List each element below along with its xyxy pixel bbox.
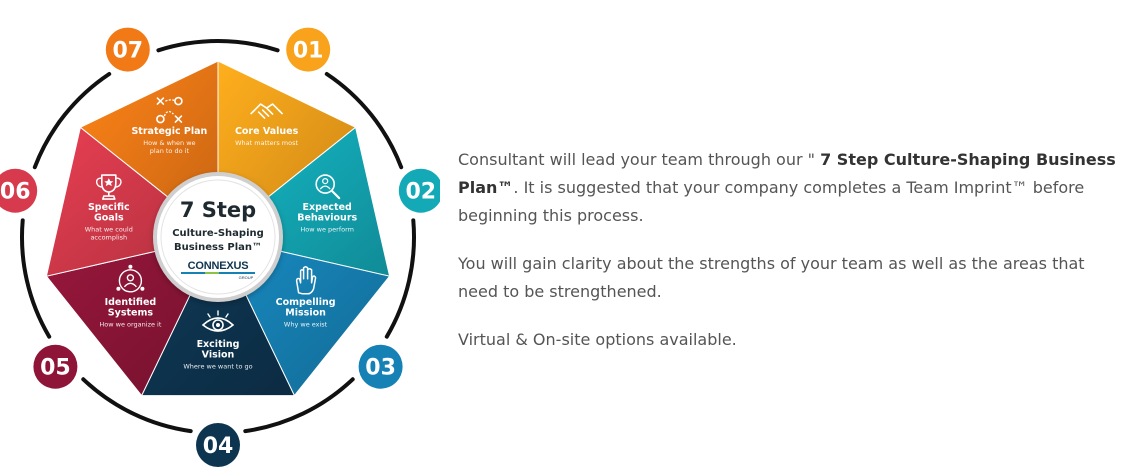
step-title: Behaviours	[297, 213, 357, 224]
step-title: Mission	[285, 307, 326, 318]
step-title: Goals	[94, 213, 124, 224]
strategy-play-icon	[156, 96, 183, 124]
step-badge-01: 01	[283, 24, 334, 75]
description-paragraph-3: Virtual & On-site options available.	[458, 330, 737, 349]
step-title: Strategic Plan	[131, 126, 207, 137]
ring-arc	[243, 377, 355, 434]
step-badge-03: 03	[355, 341, 406, 392]
ring-arc	[324, 72, 404, 170]
step-badge-05: 05	[30, 341, 81, 392]
step-badge-06: 06	[0, 165, 41, 216]
step-badge-02: 02	[395, 165, 440, 216]
eye-icon	[201, 310, 235, 332]
step-badge-07: 07	[102, 24, 153, 75]
center-subtitle-line1: Culture-Shaping	[172, 228, 264, 239]
step-number: 01	[293, 39, 324, 64]
outer-ring-arcs	[20, 39, 416, 434]
organization-icon	[116, 264, 145, 293]
description-paragraph-2: You will gain clarity about the strength…	[458, 254, 1085, 301]
ring-arc	[32, 72, 112, 170]
ring-arc	[156, 39, 280, 53]
step-number: 07	[112, 39, 143, 64]
step-title: Vision	[202, 350, 235, 361]
p1-outro-text: . It is suggested that your company comp…	[458, 178, 1085, 225]
step-number: 02	[405, 180, 436, 205]
description-paragraph-1: Consultant will lead your team through o…	[458, 146, 1118, 230]
step-description: What we could	[85, 226, 133, 234]
trophy-icon	[95, 174, 122, 200]
step-title: Systems	[108, 307, 154, 318]
p1-intro-text: Consultant will lead your team through o…	[458, 150, 821, 169]
step-title: Compelling	[276, 297, 336, 308]
step-number: 04	[203, 434, 234, 459]
ring-arc	[81, 377, 193, 434]
center-title: 7 Step	[180, 198, 256, 222]
step-description: How & when we	[143, 139, 195, 147]
step-title: Exciting	[197, 339, 240, 350]
step-description: What matters most	[235, 139, 298, 147]
step-number: 03	[365, 356, 396, 381]
step-description: Why we exist	[284, 320, 328, 328]
step-number-badges: 01 02 03 04 05 06 07	[0, 24, 440, 470]
step-description: How we perform	[300, 226, 354, 234]
handshake-icon	[250, 103, 284, 119]
center-subtitle-line2: Business Plan™	[174, 242, 262, 253]
ring-arc	[20, 218, 52, 339]
step-description: Where we want to go	[183, 363, 252, 371]
step-description: How we organize it	[99, 320, 161, 328]
step-title: Specific	[88, 202, 130, 213]
logo-text: CONNEXUS	[188, 260, 249, 272]
step-title: Core Values	[235, 126, 299, 137]
step-badge-04: 04	[193, 420, 243, 470]
ring-arc	[384, 218, 416, 339]
step-description: plan to do it	[150, 147, 190, 155]
p1-bold-plan-name: 7 Step Culture-Shaping Business Plan™	[458, 150, 1116, 197]
connexus-logo: CONNEXUS GROUP	[181, 260, 255, 280]
description-panel: Consultant will lead your team through o…	[458, 146, 1118, 374]
step-description: accomplish	[90, 234, 127, 242]
magnifier-people-icon	[315, 174, 341, 200]
step-title: Identified	[105, 297, 157, 308]
step-title: Expected	[303, 202, 352, 213]
logo-subtext: GROUP	[239, 275, 254, 280]
step-number: 06	[0, 180, 31, 205]
center-disc: 7 Step Culture-Shaping Business Plan™ CO…	[153, 172, 283, 302]
step-number: 05	[40, 356, 71, 381]
raised-hand-icon	[295, 266, 317, 295]
